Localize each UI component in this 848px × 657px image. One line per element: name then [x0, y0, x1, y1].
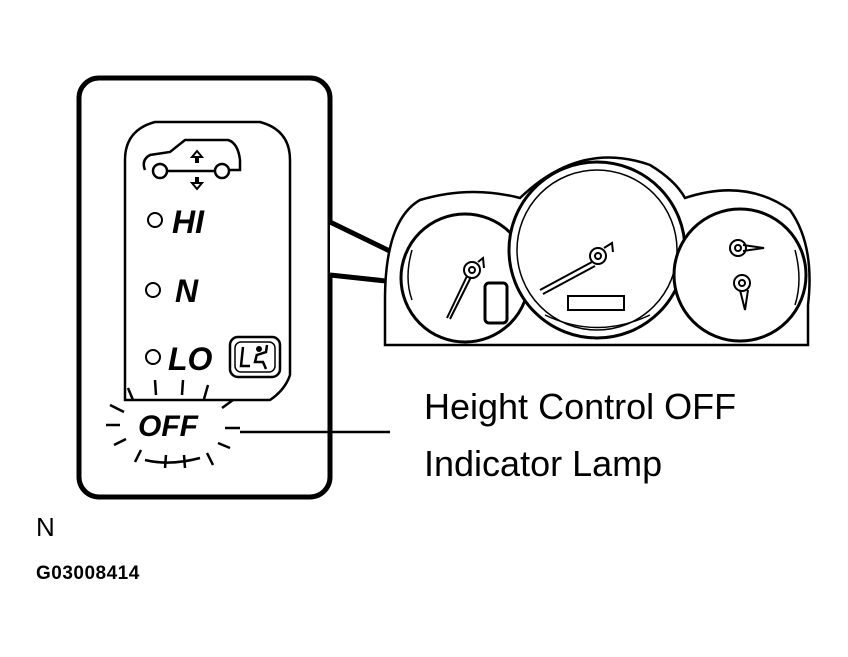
callout-label-line1: Height Control OFF — [424, 386, 737, 427]
burst-icon — [106, 379, 240, 469]
indicator-lo — [145, 349, 161, 365]
figure-id: G03008414 — [36, 563, 140, 584]
temp-gauge-icon — [733, 274, 751, 311]
center-gauge — [507, 160, 687, 340]
left-gauge-needle — [446, 256, 485, 320]
arrow-up-icon — [189, 149, 205, 163]
fuel-gauge-icon — [729, 239, 765, 257]
orientation-mark: N — [36, 512, 55, 542]
height-control-off-lamp — [483, 281, 509, 325]
seat-person-icon — [228, 335, 282, 379]
mode-label-lo: LO — [168, 341, 213, 377]
switch-face — [123, 120, 292, 402]
mode-label-hi: HI — [172, 204, 205, 240]
off-label: OFF — [138, 410, 199, 443]
indicator-n — [145, 282, 161, 298]
vehicle-height-icon — [142, 138, 242, 180]
indicator-hi — [147, 212, 163, 228]
odometer-display — [567, 295, 625, 311]
mode-label-n: N — [175, 273, 199, 309]
center-gauge-needle — [539, 241, 614, 295]
callout-label-line2: Indicator Lamp — [424, 443, 663, 484]
arrow-down-icon — [189, 177, 205, 191]
